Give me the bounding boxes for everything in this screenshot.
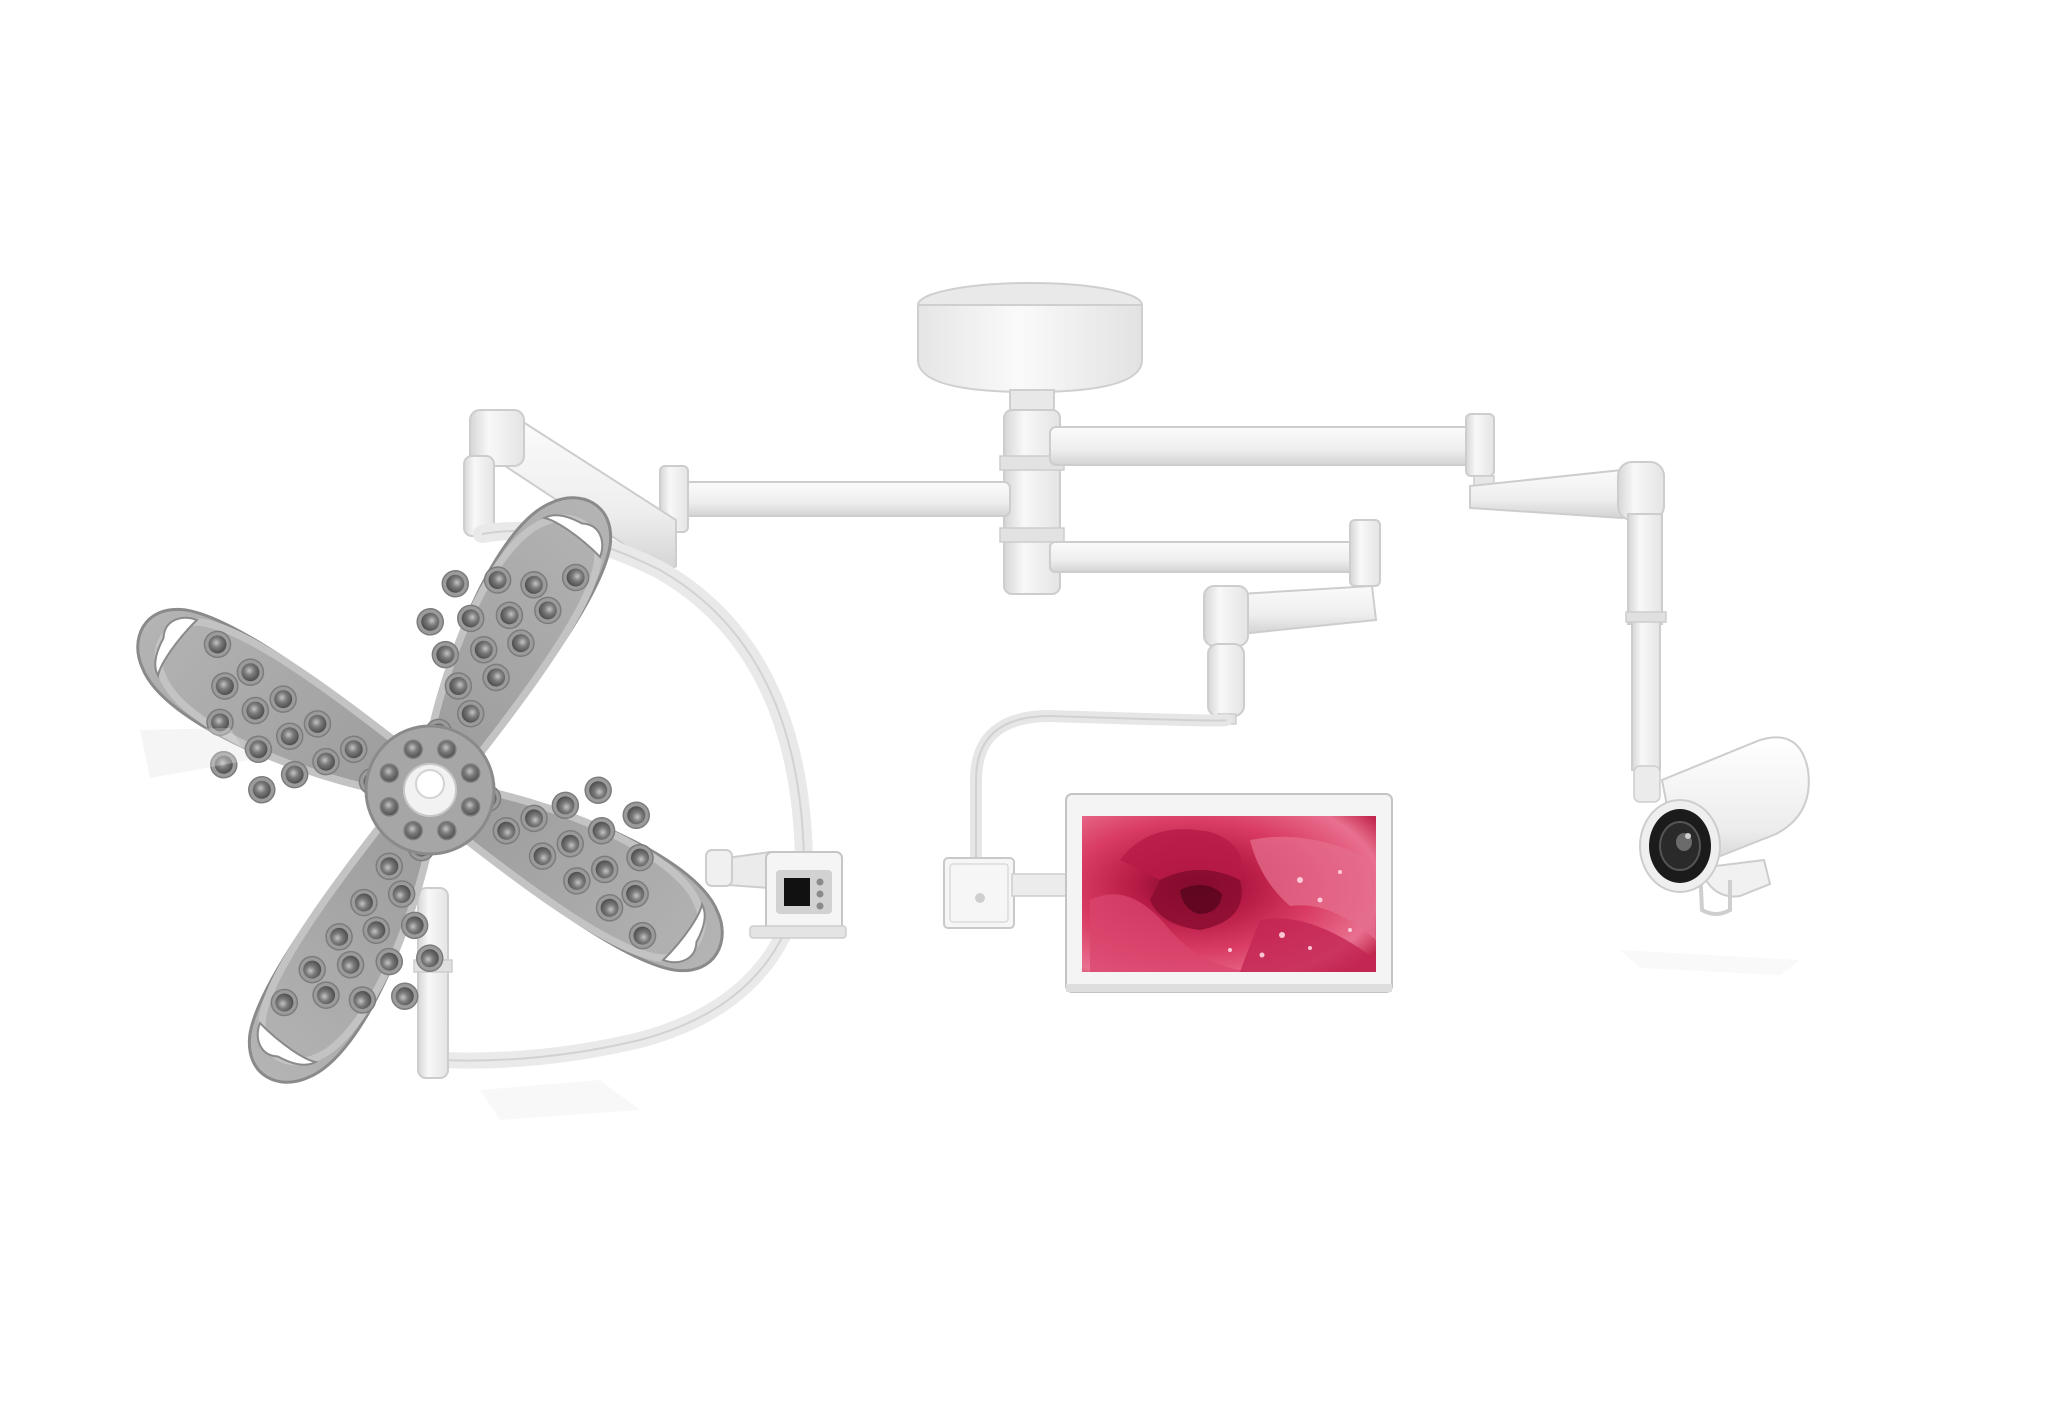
ceiling-canopy-icon: [917, 282, 1143, 415]
lamp-spring-arm[interactable]: [413, 409, 1011, 1079]
center-led: [379, 797, 400, 817]
led: [380, 952, 399, 971]
led: [353, 990, 372, 1009]
led: [392, 885, 411, 904]
led: [461, 704, 480, 723]
lamp-control-panel-icon[interactable]: [705, 849, 847, 939]
monitor-spring-arm[interactable]: [970, 519, 1381, 866]
led: [566, 568, 585, 587]
lamp-petal: [416, 496, 613, 791]
led: [367, 921, 386, 940]
center-led: [437, 820, 457, 841]
lamp-petal: [429, 776, 724, 973]
monitor-mount-bracket: [943, 857, 1071, 929]
led: [497, 821, 516, 840]
led: [208, 635, 227, 654]
led: [449, 676, 468, 695]
led: [511, 634, 530, 653]
led: [274, 690, 293, 709]
led: [600, 898, 619, 917]
led: [246, 701, 265, 720]
led: [474, 640, 493, 659]
led: [249, 740, 268, 759]
led: [316, 752, 335, 771]
led: [303, 960, 322, 979]
led: [215, 677, 234, 696]
led: [354, 893, 373, 912]
led: [380, 857, 399, 876]
led: [627, 806, 646, 825]
led: [280, 727, 299, 746]
led: [405, 916, 424, 935]
lamp-handle-slot[interactable]: [255, 1015, 319, 1072]
ambient-shadow: [140, 728, 1800, 1120]
led: [446, 574, 465, 593]
lamp-handle-slot[interactable]: [541, 508, 604, 565]
camera-spring-arm[interactable]: [1049, 413, 1667, 803]
led: [561, 834, 580, 853]
led: [630, 848, 649, 867]
led: [285, 765, 304, 784]
center-led: [460, 763, 481, 783]
led: [211, 713, 230, 732]
led: [395, 987, 414, 1006]
led: [344, 740, 363, 759]
led: [421, 612, 440, 631]
led: [317, 986, 336, 1005]
led: [436, 645, 455, 664]
led: [252, 780, 271, 799]
led: [275, 993, 294, 1012]
center-led: [460, 797, 481, 817]
led: [241, 663, 260, 682]
led: [626, 884, 645, 903]
led: [556, 796, 575, 815]
led: [488, 571, 507, 590]
led: [538, 601, 557, 620]
led: [633, 926, 652, 945]
led: [567, 871, 586, 890]
led: [500, 606, 519, 625]
led: [214, 755, 233, 774]
center-led: [379, 763, 400, 783]
display-monitor-icon[interactable]: [1065, 793, 1393, 993]
led: [592, 821, 611, 840]
led: [595, 860, 614, 879]
surgical-camera-icon[interactable]: [1639, 736, 1810, 916]
led: [525, 809, 544, 828]
center-led: [403, 820, 423, 841]
led: [524, 575, 543, 594]
lamp-petal: [136, 607, 431, 804]
center-led: [437, 739, 457, 760]
center-led: [403, 739, 423, 760]
led: [533, 847, 552, 866]
sterile-handle-cap: [415, 769, 445, 799]
monitor-screen-rose-image: [1082, 816, 1376, 972]
lamp-handle-slot[interactable]: [148, 615, 205, 679]
led: [420, 949, 439, 968]
led: [487, 668, 506, 687]
four-petal-led-lamp-icon[interactable]: [132, 492, 729, 1089]
led: [341, 955, 360, 974]
led: [308, 714, 327, 733]
led: [461, 609, 480, 628]
lamp-handle-slot[interactable]: [655, 901, 712, 964]
led: [589, 781, 608, 800]
led: [330, 927, 349, 946]
